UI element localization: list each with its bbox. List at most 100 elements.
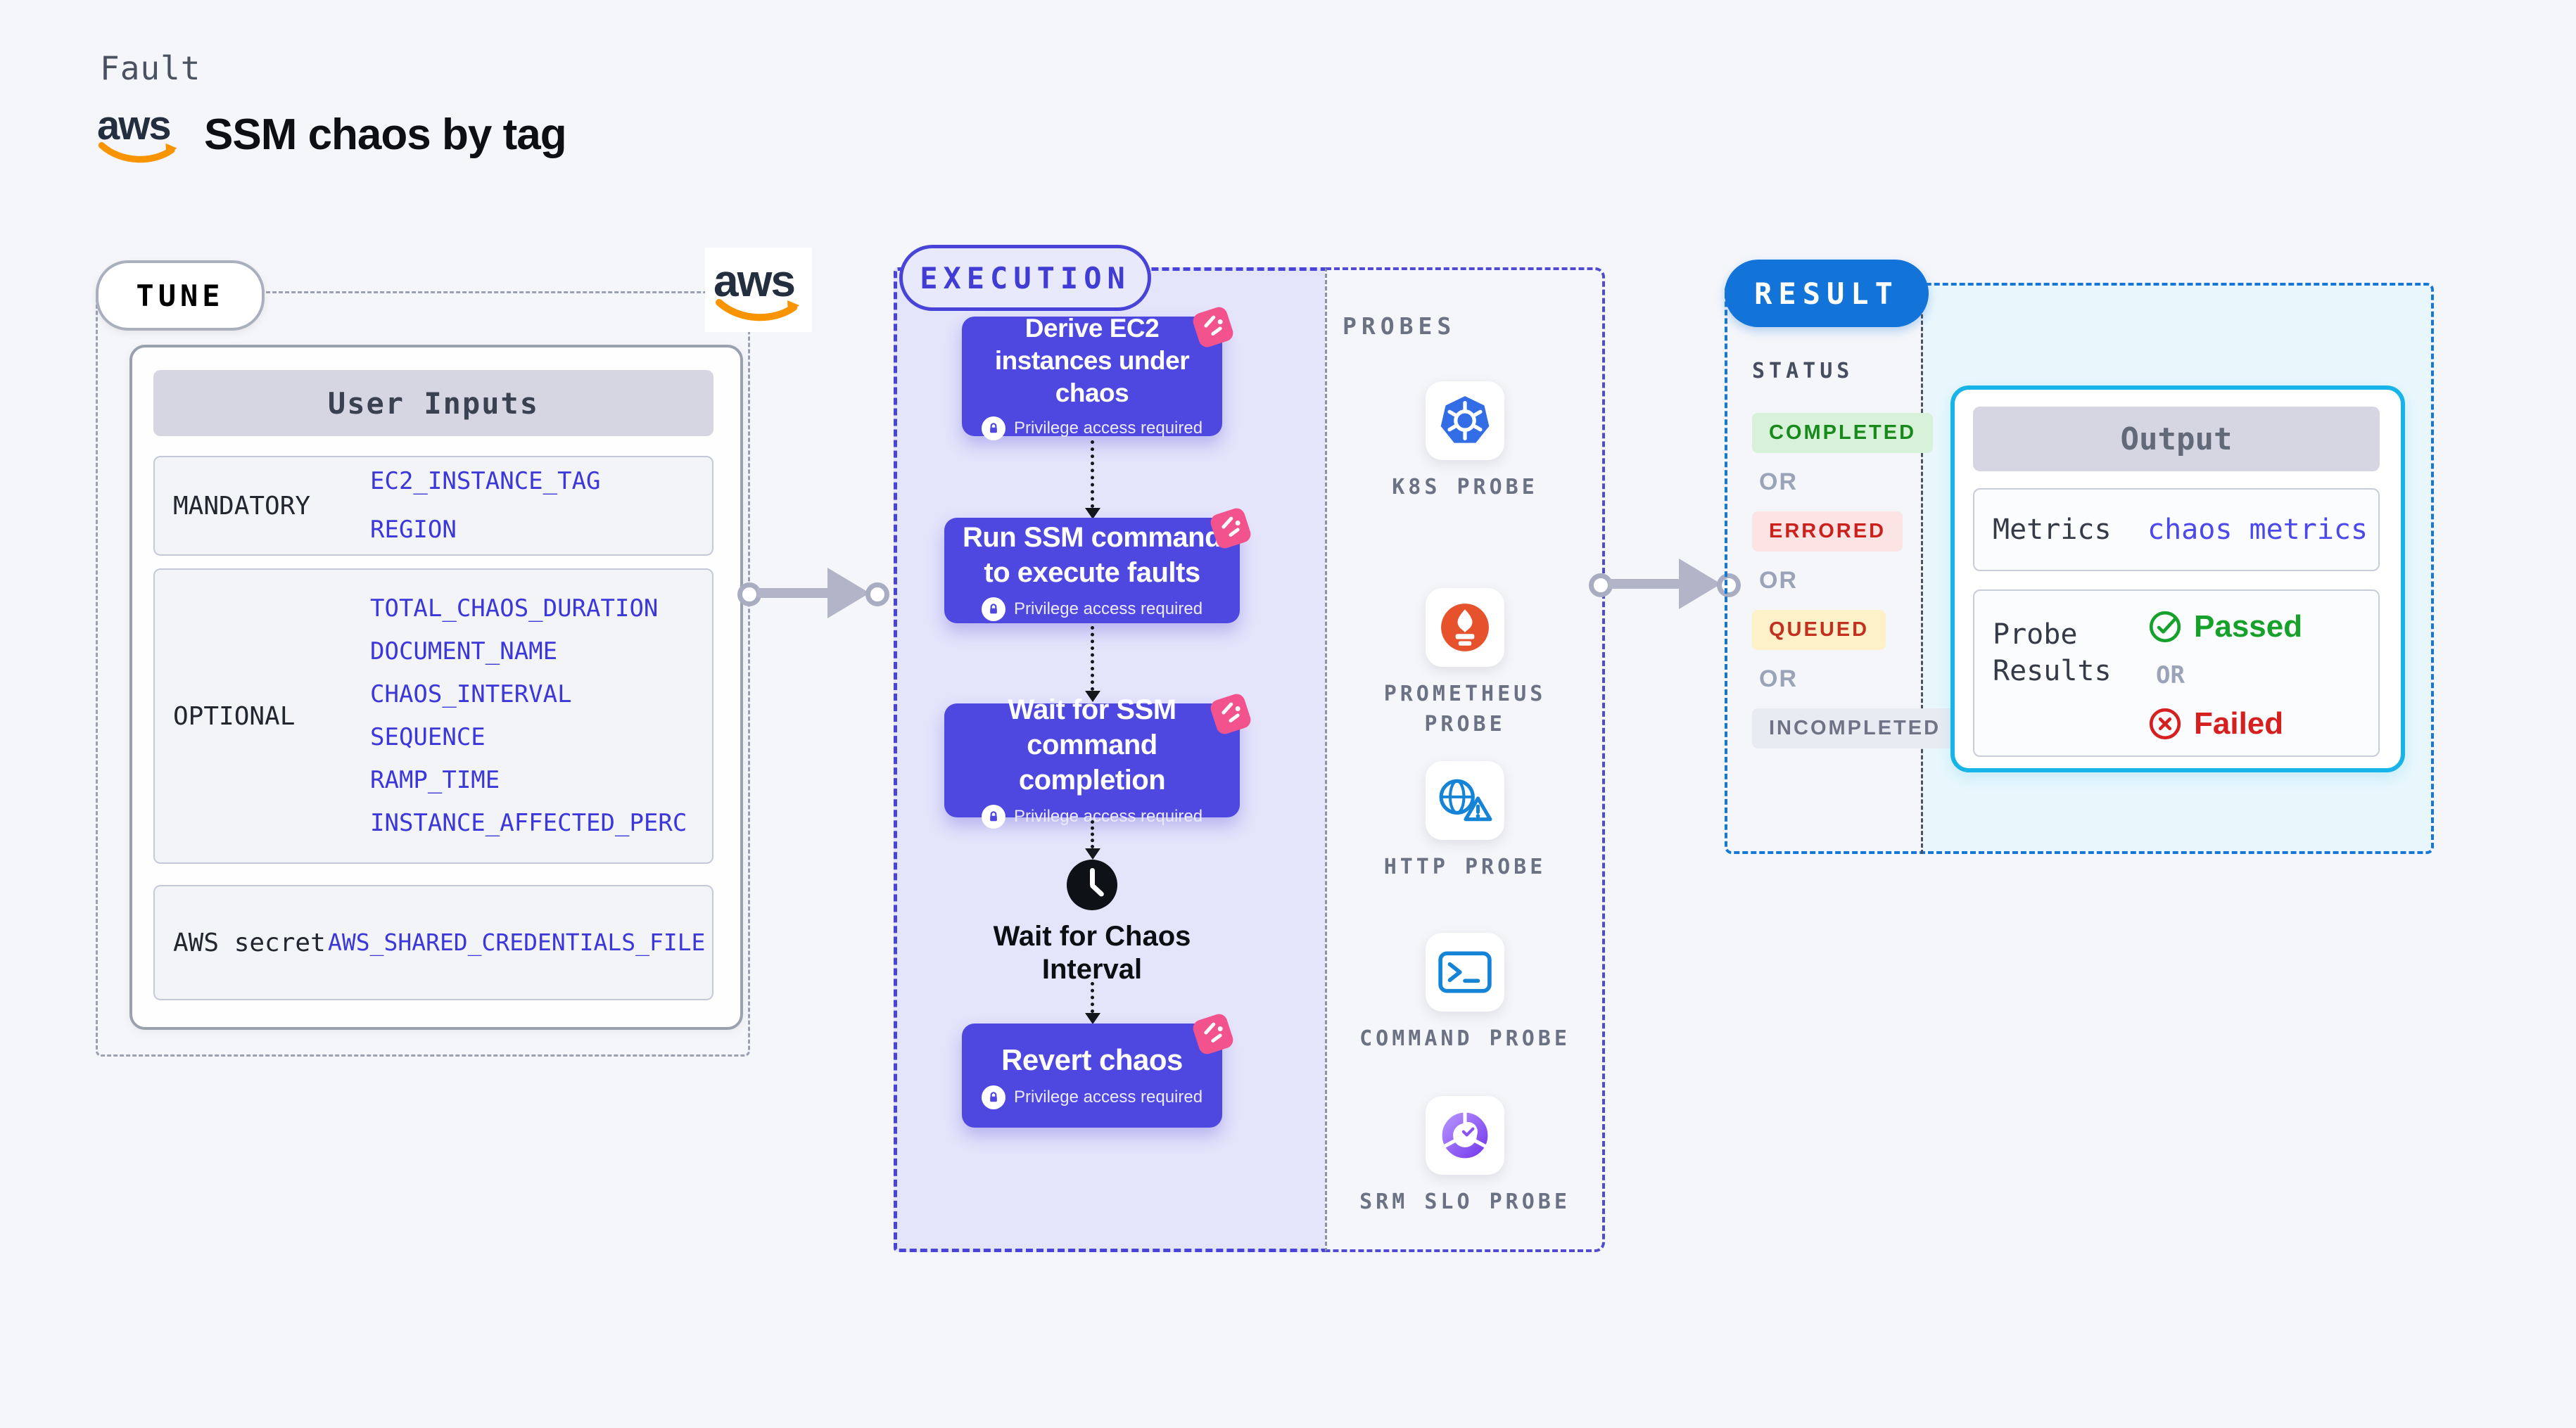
input-value: SEQUENCE <box>370 723 486 751</box>
privilege-note: Privilege access required <box>981 597 1203 621</box>
arrow-tune-to-execution <box>737 565 889 624</box>
privilege-text: Privilege access required <box>1013 599 1203 618</box>
prometheus-icon <box>1441 604 1489 651</box>
privilege-note: Privilege access required <box>981 1085 1203 1110</box>
connector-arrow <box>1085 626 1100 702</box>
aws-smile-icon <box>98 142 177 163</box>
probe-label: COMMAND PROBE <box>1359 1026 1571 1051</box>
input-value: INSTANCE_AFFECTED_PERC <box>370 809 687 838</box>
result-pill: RESULT <box>1725 260 1929 327</box>
probe-label: HTTP PROBE <box>1383 855 1547 879</box>
probes-section <box>1325 267 1605 1252</box>
arrow-endpoint <box>1717 573 1741 597</box>
connector-arrow <box>1085 982 1100 1024</box>
metrics-value: chaos metrics <box>2147 514 2368 546</box>
step-run-ssm-command: Run SSM command to execute faults Privil… <box>944 508 1251 623</box>
metrics-row: Metrics chaos metrics <box>1973 488 2380 571</box>
aws-logo-word: aws <box>713 255 796 306</box>
chaos-badge-icon <box>1186 300 1241 355</box>
metrics-label: Metrics <box>1993 514 2112 546</box>
check-circle-icon <box>2149 611 2181 643</box>
probes-title: PROBES <box>1343 312 1457 340</box>
privilege-note: Privilege access required <box>981 416 1203 441</box>
probe-label: PROMETHEUS PROBE <box>1383 682 1547 737</box>
fault-kicker: Fault <box>100 49 201 87</box>
passed-line: Passed <box>2147 609 2302 644</box>
http-probe-card <box>1426 761 1504 840</box>
page-title: SSM chaos by tag <box>204 110 567 159</box>
title-bar: aws SSM chaos by tag <box>97 106 567 163</box>
or-separator: OR <box>1759 567 1798 594</box>
tune-pill: TUNE <box>96 260 265 331</box>
x-circle-icon <box>2149 708 2181 740</box>
or-separator: OR <box>1759 468 1798 495</box>
step-title: Wait for SSM command completion <box>1008 694 1176 796</box>
privilege-text: Privilege access required <box>1013 1088 1203 1107</box>
or-separator: OR <box>1759 665 1798 692</box>
probe-label: K8S PROBE <box>1392 475 1538 499</box>
status-badge-completed: COMPLETED <box>1752 413 1934 453</box>
chaos-badge-icon <box>1186 1007 1241 1062</box>
tune-aws-corner: aws <box>705 248 812 332</box>
arrow-probes-to-result <box>1589 556 1741 615</box>
result-divider <box>1921 283 1923 854</box>
status-badge-errored: ERRORED <box>1752 511 1903 552</box>
step-title: Run SSM command to execute faults <box>962 522 1222 588</box>
mandatory-row: MANDATORY EC2_INSTANCE_TAG REGION <box>153 456 713 556</box>
input-value: AWS_SHARED_CREDENTIALS_FILE <box>328 929 706 957</box>
status-column: STATUS COMPLETED OR ERRORED OR QUEUED OR… <box>1752 359 1958 748</box>
step-wait-ssm-completion: Wait for SSM command completion Privileg… <box>944 694 1251 829</box>
aws-smile-icon <box>716 299 799 321</box>
input-value: DOCUMENT_NAME <box>370 637 558 665</box>
prometheus-probe-card <box>1426 588 1504 667</box>
lock-icon <box>981 416 1005 441</box>
or-separator: OR <box>2156 661 2185 689</box>
probe-results-label: Probe Results <box>1993 618 2112 687</box>
output-header: Output <box>1973 407 2380 471</box>
privilege-text: Privilege access required <box>1013 419 1203 438</box>
aws-logo-word: aws <box>97 103 172 148</box>
status-title: STATUS <box>1752 359 1854 383</box>
chaos-badge-icon <box>1203 687 1258 741</box>
aws-logo: aws <box>97 106 180 163</box>
step-revert-chaos: Revert chaos Privilege access required <box>962 1014 1233 1128</box>
tune-section <box>96 291 750 1057</box>
arrow-shaft <box>757 588 830 598</box>
terminal-icon <box>1438 951 1492 993</box>
chaos-badge-icon <box>1203 501 1258 556</box>
lock-icon <box>981 805 1005 829</box>
mandatory-values: EC2_INSTANCE_TAG REGION <box>370 467 601 544</box>
connector-arrow <box>1085 820 1100 860</box>
aws-secret-label: AWS secret <box>173 928 326 957</box>
step-title: Derive EC2 instances under chaos <box>994 313 1190 408</box>
status-badge-queued: QUEUED <box>1752 610 1886 650</box>
mandatory-label: MANDATORY <box>173 491 311 521</box>
execution-pill: EXECUTION <box>899 245 1151 311</box>
optional-values: TOTAL_CHAOS_DURATION DOCUMENT_NAME CHAOS… <box>370 594 687 838</box>
input-value: CHAOS_INTERVAL <box>370 680 572 708</box>
input-value: RAMP_TIME <box>370 766 500 795</box>
clock-icon <box>1067 860 1117 910</box>
globe-alert-icon <box>1439 779 1492 822</box>
connector-arrow <box>1085 440 1100 519</box>
status-badge-incompleted: INCOMPLETED <box>1752 708 1958 748</box>
lock-icon <box>981 1085 1005 1110</box>
aws-logo-tune: aws <box>713 258 804 321</box>
input-value: REGION <box>370 516 457 544</box>
lock-icon <box>981 597 1005 621</box>
wait-for-chaos-interval-label: Wait for Chaos Interval <box>993 921 1191 986</box>
aws-secret-values: AWS_SHARED_CREDENTIALS_FILE <box>328 929 705 956</box>
input-value: TOTAL_CHAOS_DURATION <box>370 594 659 623</box>
output-box: Output Metrics chaos metrics Probe Resul… <box>1950 385 2405 772</box>
arrow-shaft <box>1609 579 1682 589</box>
step-title: Revert chaos <box>1001 1043 1183 1076</box>
optional-row: OPTIONAL TOTAL_CHAOS_DURATION DOCUMENT_N… <box>153 568 713 864</box>
command-probe-card <box>1426 933 1504 1012</box>
probe-label: SRM SLO PROBE <box>1359 1190 1571 1214</box>
failed-line: Failed <box>2147 706 2302 741</box>
slo-donut-icon <box>1442 1111 1488 1159</box>
probe-results-row: Probe Results Passed OR Faile <box>1973 589 2380 757</box>
aws-secret-row: AWS secret AWS_SHARED_CREDENTIALS_FILE <box>153 885 713 1000</box>
failed-label: Failed <box>2194 706 2284 741</box>
kubernetes-icon <box>1440 396 1490 443</box>
